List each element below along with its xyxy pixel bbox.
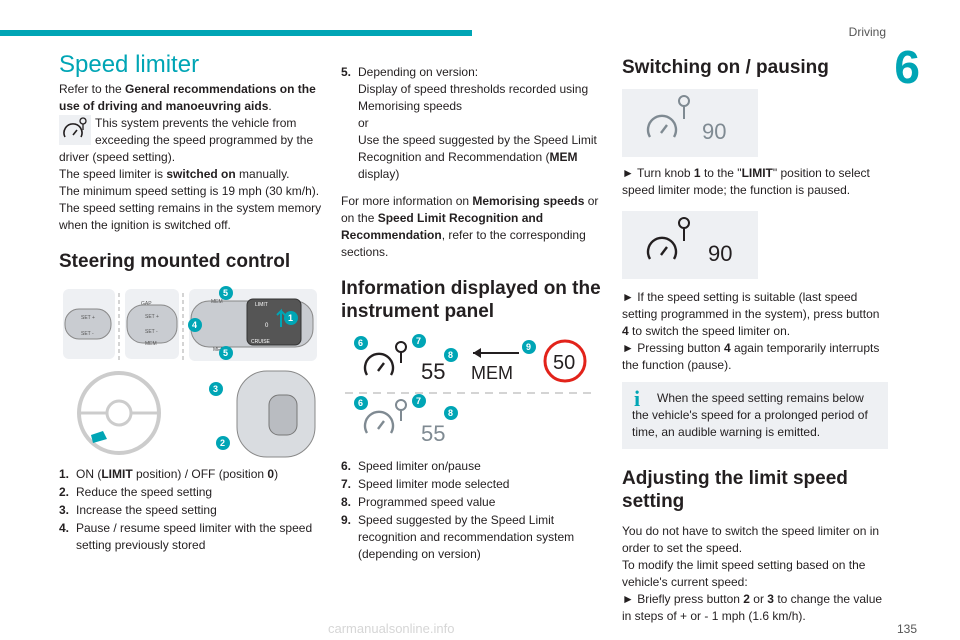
- adjust-paragraph-2: To modify the limit speed setting based …: [622, 558, 866, 589]
- list-item: 5. Depending on version: Display of spee…: [341, 65, 597, 181]
- instrument-panel-figure: 55 MEM 50 55 6 7 8 9 6 7 8: [341, 333, 599, 448]
- instrument-panel-heading: Information displayed on the instrument …: [341, 278, 601, 322]
- list-item: 7. Speed limiter mode selected: [341, 477, 510, 491]
- page-number: 135: [896, 622, 917, 636]
- pause-instruction: ► Pressing button 4 again temporarily in…: [622, 341, 880, 372]
- speed-display-active-figure: 90: [622, 211, 758, 279]
- section-title: Driving: [848, 25, 886, 39]
- column-left: Speed limiter Refer to the General recom…: [59, 51, 327, 555]
- more-info-paragraph: For more information on Memorising speed…: [341, 194, 599, 259]
- speed-limit-sign-value: 50: [553, 352, 575, 374]
- switched-on-paragraph: The speed limiter is switched on manuall…: [59, 167, 290, 181]
- steering-control-figure: SET + SET - GAP SET + SET - MEM LIMIT 0 …: [59, 283, 321, 458]
- speed-display-active: 90: [646, 217, 732, 266]
- watermark: carmanualsonline.info: [328, 621, 455, 636]
- list-item: 8. Programmed speed value: [341, 495, 496, 509]
- display-items-list: 6. Speed limiter on/pause 7. Speed limit…: [341, 458, 607, 563]
- knob-instruction: ► Turn knob 1 to the "LIMIT" position to…: [622, 166, 870, 197]
- instrument-panel-illustration: 55 MEM 50 55 6 7 8 9 6 7 8: [345, 334, 595, 446]
- info-icon: i: [634, 386, 641, 411]
- list-item: 1. ON (LIMIT position) / OFF (position 0…: [59, 467, 279, 481]
- switching-heading: Switching on / pausing: [622, 57, 829, 78]
- paused-speed-value: 90: [702, 119, 726, 144]
- callout-7b: 7: [416, 396, 421, 406]
- adjust-paragraph-1: You do not have to switch the speed limi…: [622, 524, 880, 555]
- steering-control-heading: Steering mounted control: [59, 251, 291, 272]
- speed-display-paused-figure: 90: [622, 89, 758, 157]
- list-item: 6. Speed limiter on/pause: [341, 459, 481, 473]
- callout-4: 4: [192, 320, 197, 330]
- chapter-number: 6: [894, 41, 920, 93]
- label-zero: 0: [265, 323, 269, 329]
- label-gap: GAP: [141, 301, 152, 307]
- programmed-speed-value: 55: [421, 359, 445, 384]
- steering-control-illustration: SET + SET - GAP SET + SET - MEM LIMIT 0 …: [63, 286, 317, 458]
- callout-3: 3: [213, 384, 218, 394]
- paused-speed-value: 55: [421, 421, 445, 446]
- brief-press-instruction: ► Briefly press button 2 or 3 to change …: [622, 592, 883, 623]
- speed-display-paused: 90: [646, 95, 726, 144]
- callout-9: 9: [526, 342, 531, 352]
- column-right: Switching on / pausing 90 ► Turn knob 1 …: [622, 56, 888, 625]
- label-mem-3: MEM: [213, 347, 225, 353]
- label-set-plus-2: SET +: [145, 314, 159, 320]
- page-title: Speed limiter: [59, 51, 200, 78]
- label-limit: LIMIT: [255, 302, 268, 308]
- callout-6a: 6: [358, 338, 363, 348]
- list-item: 4. Pause / resume speed limiter with the…: [59, 521, 313, 552]
- min-speed-paragraph: The minimum speed setting is 19 mph (30 …: [59, 184, 320, 198]
- suitable-instruction: ► If the speed setting is suitable (last…: [622, 290, 880, 338]
- callout-7a: 7: [416, 336, 421, 346]
- callout-6b: 6: [358, 398, 363, 408]
- label-cruise: CRUISE: [251, 339, 271, 345]
- callout-5a: 5: [223, 288, 228, 298]
- callout-1: 1: [288, 313, 293, 323]
- label-mem-1: MEM: [145, 341, 157, 347]
- active-speed-value: 90: [708, 241, 732, 266]
- column-middle: 5. Depending on version: Display of spee…: [341, 64, 607, 564]
- warning-info-box: i When the speed setting remains below t…: [622, 382, 888, 449]
- prevent-paragraph: This system prevents the vehicle from ex…: [59, 116, 314, 164]
- label-set-plus-1: SET +: [81, 315, 95, 321]
- controls-list: 1. ON (LIMIT position) / OFF (position 0…: [59, 466, 327, 554]
- list-item: 9. Speed suggested by the Speed Limit re…: [341, 513, 575, 561]
- speed-limiter-icon: [59, 115, 91, 145]
- intro-paragraph: Refer to the General recommendations on …: [59, 82, 316, 113]
- adjusting-heading: Adjusting the limit speed setting: [622, 468, 848, 512]
- memory-paragraph: The speed setting remains in the system …: [59, 201, 322, 232]
- mem-label: MEM: [471, 363, 513, 383]
- warning-text: When the speed setting remains below the…: [632, 391, 868, 439]
- list-item: 3. Increase the speed setting: [59, 503, 217, 517]
- label-set-minus-1: SET -: [81, 331, 94, 337]
- label-set-minus-2: SET -: [145, 329, 158, 335]
- callout-8b: 8: [448, 408, 453, 418]
- header-accent-bar: [0, 30, 472, 36]
- callout-8a: 8: [448, 350, 453, 360]
- list-item: 2. Reduce the speed setting: [59, 485, 213, 499]
- callout-2: 2: [220, 438, 225, 448]
- label-mem-2: MEM: [211, 299, 223, 305]
- callout-5b: 5: [223, 348, 228, 358]
